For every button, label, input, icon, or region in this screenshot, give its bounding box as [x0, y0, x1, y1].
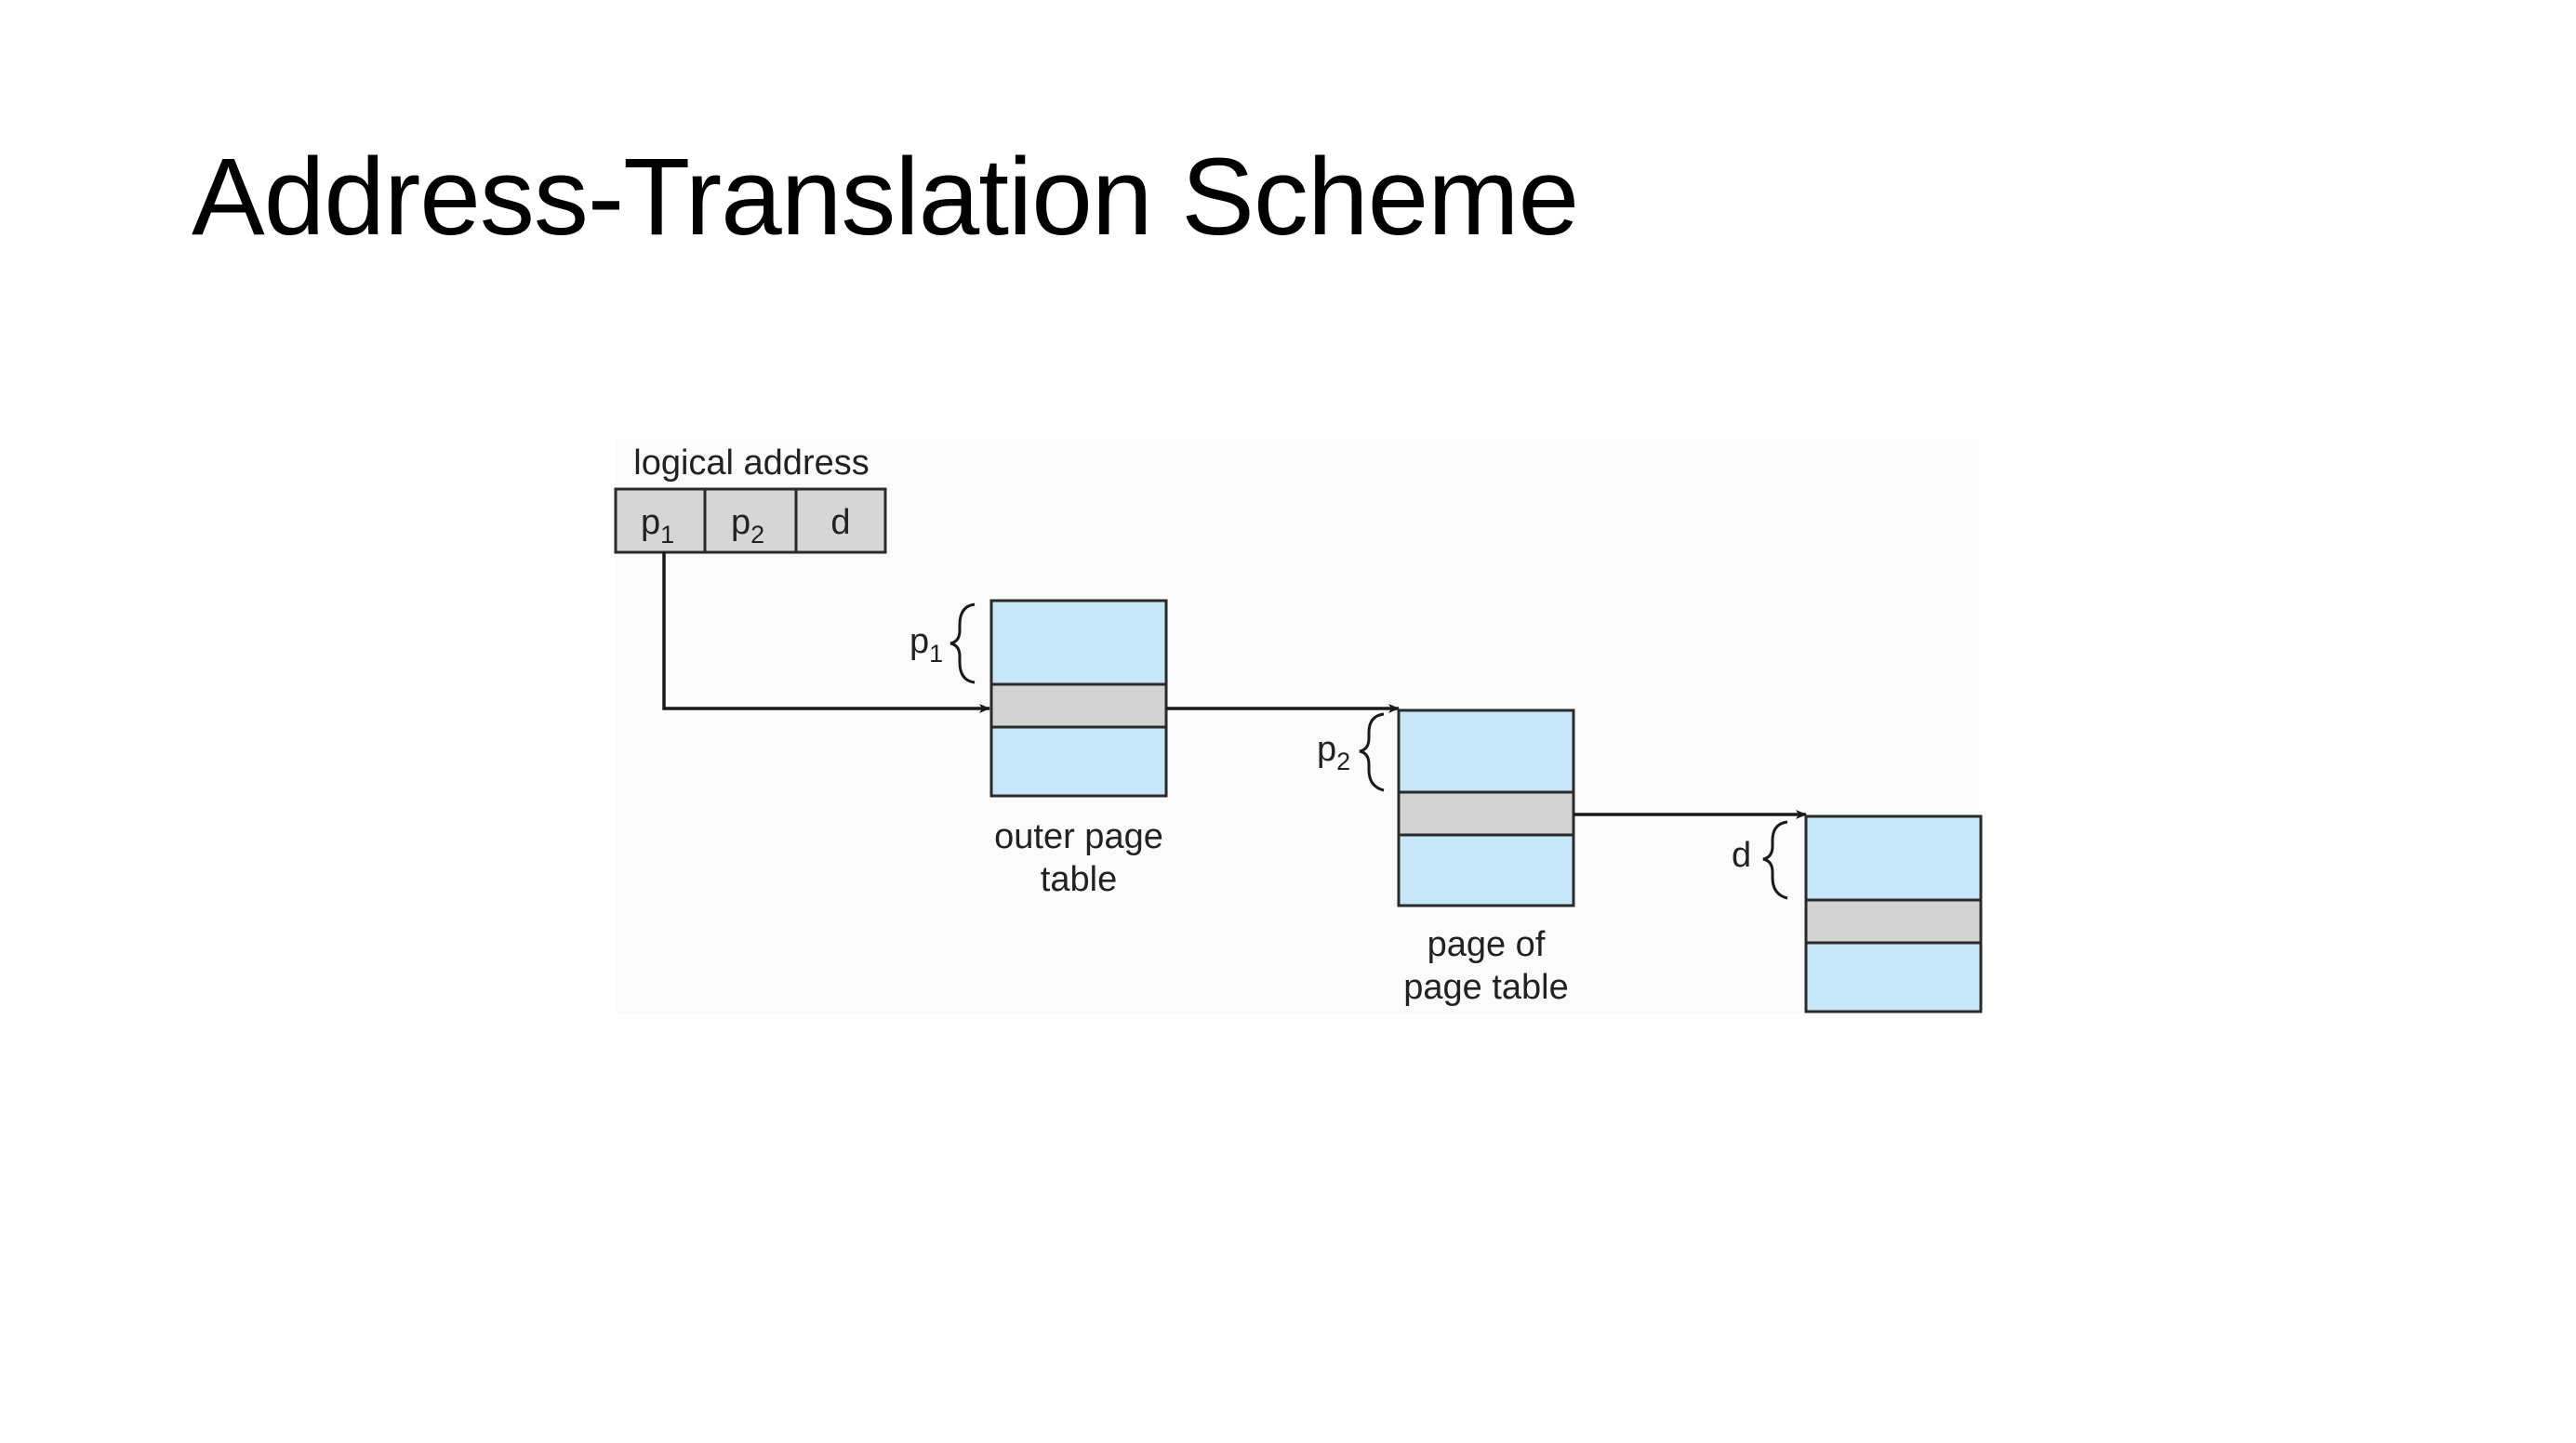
- outer-table-brace: [949, 602, 976, 684]
- outer-table-caption-line2: table: [1041, 860, 1117, 899]
- logical-address-fields: p1 p2 d: [614, 487, 887, 554]
- outer-page-table: [989, 599, 1168, 798]
- outer-table-entry: [989, 682, 1168, 729]
- page-of-table-index-subscript: 2: [1336, 748, 1350, 775]
- page-of-table-brace: [1359, 712, 1385, 792]
- physical-page: [1804, 814, 1983, 1013]
- field-p1-label: p1: [641, 503, 674, 549]
- page-of-table-entry: [1397, 790, 1575, 837]
- field-p1-subscript: 1: [660, 521, 674, 549]
- slide-title: Address-Translation Scheme: [192, 136, 1579, 258]
- logical-address-label: logical address: [633, 443, 869, 483]
- page-entry: [1804, 898, 1983, 945]
- field-p1-base: p: [641, 503, 660, 542]
- outer-table-index-subscript: 1: [929, 640, 943, 668]
- page-of-page-table: [1397, 708, 1575, 907]
- field-p2-subscript: 2: [750, 521, 764, 549]
- field-d-label: d: [830, 503, 850, 542]
- page-of-table-caption-line2: page table: [1403, 968, 1569, 1007]
- page-of-table-index-label: p2: [1317, 730, 1350, 775]
- outer-table-index-base: p: [910, 622, 929, 661]
- page-offset-label: d: [1732, 836, 1751, 875]
- page-of-table-caption-line1: page of: [1427, 925, 1546, 964]
- field-d-box: [794, 487, 887, 554]
- outer-table-caption-line1: outer page: [994, 817, 1163, 856]
- outer-table-index-label: p1: [910, 622, 943, 668]
- arrow-p1-to-outer-table: [662, 552, 990, 713]
- field-p1-box: [614, 487, 707, 554]
- page-offset-brace: [1762, 820, 1788, 900]
- page-of-table-index-base: p: [1317, 730, 1336, 769]
- field-p2-label: p2: [731, 503, 764, 549]
- field-p2-base: p: [731, 503, 750, 542]
